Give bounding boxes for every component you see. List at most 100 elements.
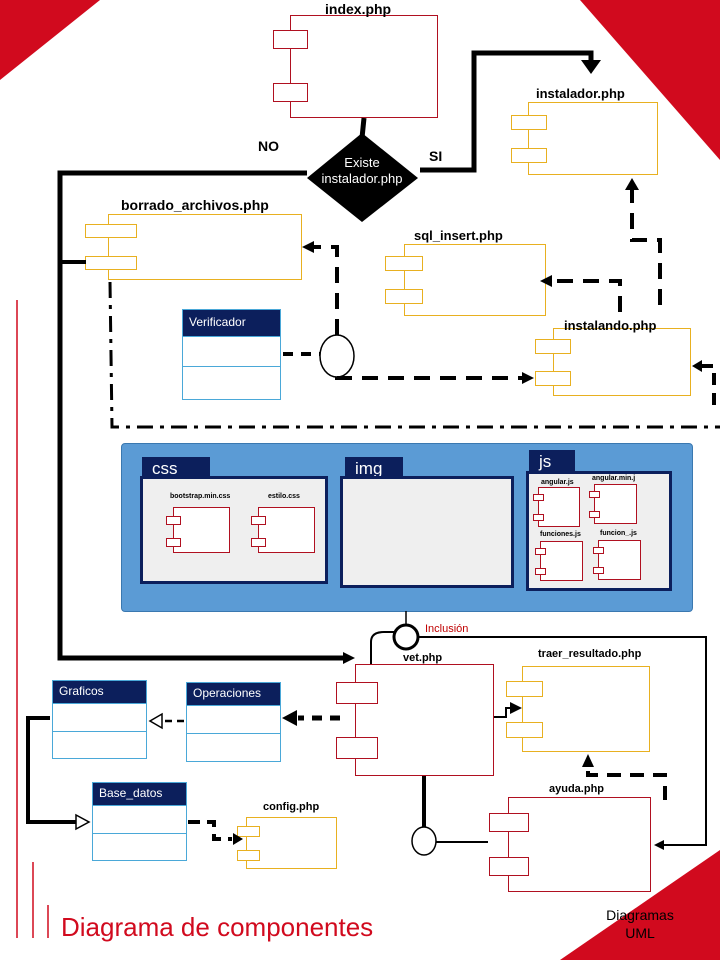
component-port <box>336 682 378 704</box>
verificador-class-name: Verificador <box>183 310 280 336</box>
component-port <box>385 289 423 304</box>
operaciones-class: Operaciones <box>186 682 281 762</box>
graficos-class-name: Graficos <box>53 681 146 703</box>
component-port <box>237 826 260 837</box>
funciones-component <box>535 541 583 581</box>
component-port <box>251 538 266 547</box>
class-section <box>53 703 146 731</box>
js-file-label: funciones.js <box>540 531 581 538</box>
arrow-head <box>581 60 601 74</box>
bottom-right-triangle <box>560 850 720 960</box>
decision-node <box>307 117 418 222</box>
dependency-line <box>586 765 667 800</box>
dash-dot-line <box>108 281 720 429</box>
arrow-head <box>75 813 91 831</box>
yes-branch-line <box>420 50 594 173</box>
class-section <box>93 833 186 861</box>
dependency-line <box>700 364 716 405</box>
component-port <box>533 494 544 501</box>
base-datos-class: Base_datos <box>92 782 187 861</box>
sql-insert-label: sql_insert.php <box>414 228 503 243</box>
component-port <box>511 148 547 163</box>
component-port <box>489 857 529 876</box>
arrow-head <box>302 241 314 253</box>
instalando-label: instalando.php <box>564 318 657 333</box>
component-port <box>251 516 266 525</box>
component-port <box>166 516 181 525</box>
arrow-head <box>582 754 594 767</box>
top-right-triangle <box>580 0 720 160</box>
arrow-head <box>148 712 163 730</box>
component-port <box>85 224 137 238</box>
component-port <box>589 511 600 518</box>
vet-component <box>336 664 494 776</box>
sql-insert-component <box>385 244 546 316</box>
component-port <box>506 681 543 697</box>
instalador-label: instalador.php <box>536 86 625 101</box>
component-port <box>589 491 600 498</box>
img-package <box>340 476 514 588</box>
page-title: Diagrama de componentes <box>61 912 374 942</box>
class-section <box>183 336 280 366</box>
js-file-label: angular.min.j <box>592 475 636 482</box>
img-package-label: img <box>355 459 383 478</box>
class-section <box>53 731 146 759</box>
component-port <box>593 567 604 574</box>
config-label: config.php <box>263 801 320 813</box>
js-package-label: js <box>539 452 552 471</box>
yes-label: SI <box>429 148 443 164</box>
component-port <box>533 514 544 521</box>
graficos-class: Graficos <box>52 680 147 759</box>
borrado-archivos-component <box>85 214 302 280</box>
arrow-head <box>343 652 355 664</box>
angular-js-component <box>533 487 580 527</box>
traer-resultado-label: traer_resultado.php <box>538 648 642 660</box>
brand-line-2: UML <box>625 925 655 941</box>
index-component <box>273 15 438 118</box>
decision-text-2: instalador.php <box>321 171 403 186</box>
no-label: NO <box>258 138 279 154</box>
decision-text-1: Existe <box>344 155 380 170</box>
css-package-label: css <box>152 459 178 478</box>
operaciones-class-name: Operaciones <box>187 683 280 705</box>
borrado-archivos-label: borrado_archivos.php <box>121 197 269 213</box>
dependency-line <box>630 190 662 305</box>
ayuda-component <box>489 797 651 892</box>
component-port <box>535 548 546 555</box>
bootstrap-component <box>166 507 230 553</box>
component-port <box>511 115 547 130</box>
arrow-head <box>522 372 534 384</box>
img-package-tab: img <box>345 457 403 479</box>
arrow-head <box>540 275 552 287</box>
class-section <box>187 733 280 761</box>
component-port <box>535 339 571 354</box>
arrow-head <box>654 840 664 850</box>
connector-line <box>494 707 512 718</box>
js-file-label: angular.js <box>541 479 574 486</box>
css-package <box>140 476 328 584</box>
arrow-head <box>282 710 297 726</box>
css-file-label: estilo.css <box>268 493 300 500</box>
component-port <box>273 30 308 49</box>
component-port <box>506 722 543 738</box>
arrow-head <box>692 360 702 372</box>
no-branch-line <box>57 170 345 661</box>
dependency-line <box>188 820 232 841</box>
top-left-triangle <box>0 0 100 80</box>
traer-resultado-component <box>506 666 650 752</box>
decision-diamond <box>307 133 418 222</box>
arrow-head <box>510 702 522 714</box>
dependency-line <box>310 245 339 335</box>
arrow-head <box>625 178 639 190</box>
ayuda-label: ayuda.php <box>549 783 605 795</box>
instalando-component <box>535 328 691 396</box>
socket-arc <box>370 631 394 652</box>
inclusion-label: Inclusión <box>425 623 469 635</box>
instalador-component <box>511 102 658 175</box>
js-file-label: funcion_.js <box>600 530 637 537</box>
css-file-label: bootstrap.min.css <box>170 493 231 500</box>
base-datos-class-name: Base_datos <box>93 783 186 805</box>
brand-line-1: Diagramas <box>606 907 674 923</box>
angular-min-component <box>589 484 637 524</box>
